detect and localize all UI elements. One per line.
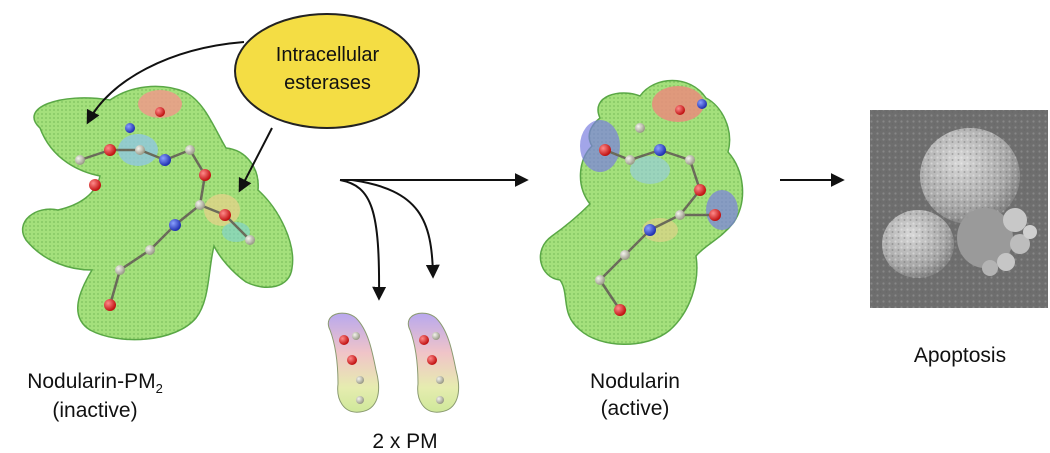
nodularin-pm2-molecule <box>21 85 294 341</box>
bubble-line-1: Intracellular <box>275 44 380 66</box>
prodrug-label: Nodularin-PM2 (inactive) <box>0 368 190 424</box>
esterase-arrow-right <box>238 127 273 193</box>
active-drug-name: Nodularin <box>590 370 680 393</box>
esterases-bubble <box>234 13 420 129</box>
byproduct-label: 2 x PM <box>372 430 438 453</box>
esterases-label: Intracellular esterases <box>255 41 400 97</box>
prodrug-subscript: 2 <box>155 381 163 396</box>
apoptosis-micrograph <box>870 110 1048 308</box>
esterase-arrow-left <box>86 41 245 125</box>
active-drug-label: Nodularin (active) <box>565 368 705 422</box>
bubble-line-2: esterases <box>284 72 371 94</box>
prodrug-name: Nodularin-PM2 <box>0 368 190 397</box>
reaction-arrows <box>339 173 845 301</box>
prodrug-name-text: Nodularin-PM <box>27 370 156 393</box>
pm-fragment-1 <box>327 312 380 413</box>
active-drug-state: (active) <box>600 397 670 420</box>
pm-fragment-2 <box>407 312 460 413</box>
apoptosis-label: Apoptosis <box>913 344 1007 367</box>
nodularin-molecule <box>539 79 744 345</box>
prodrug-state: (inactive) <box>52 399 138 422</box>
